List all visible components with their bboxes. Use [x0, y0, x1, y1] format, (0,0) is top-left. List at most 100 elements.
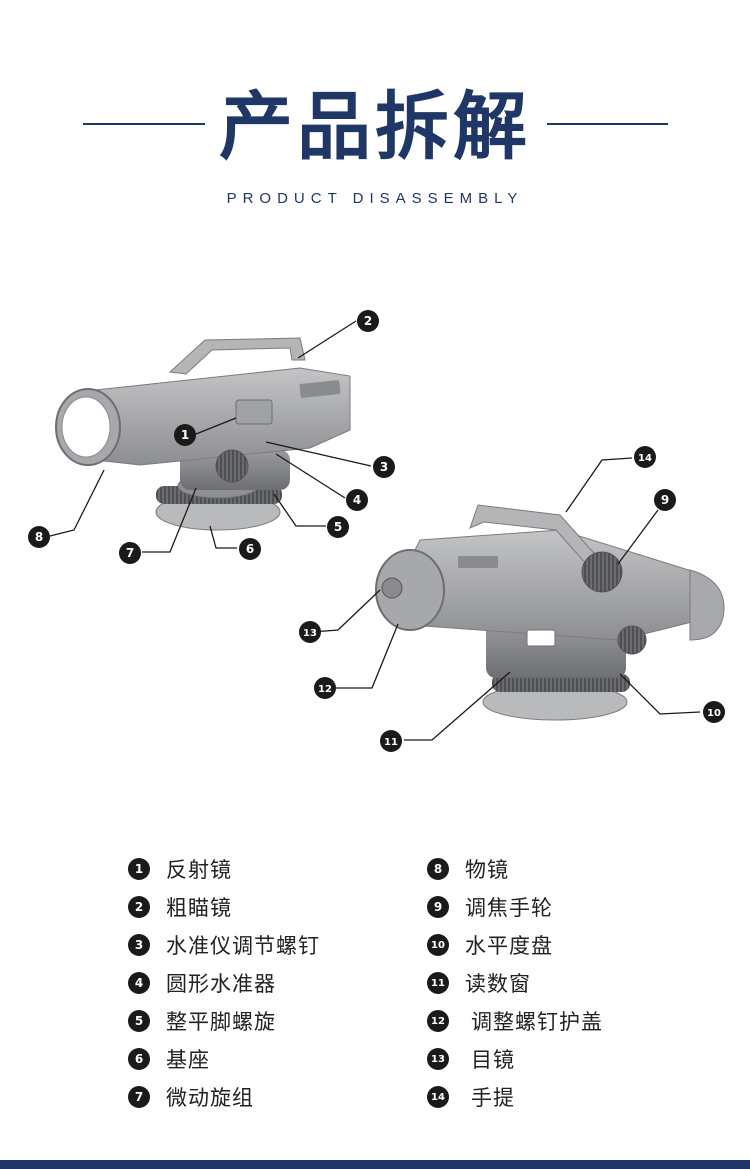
page-subtitle: PRODUCT DISASSEMBLY	[226, 190, 524, 207]
legend-item-7: 7 微动旋组	[128, 1080, 254, 1114]
legend-number: 6	[128, 1048, 150, 1070]
legend-label: 水平度盘	[465, 934, 553, 958]
horizontal-knob	[617, 625, 647, 655]
title-rule-right	[547, 123, 668, 125]
svg-text:1: 1	[181, 428, 189, 442]
legend-label: 读数窗	[465, 972, 531, 996]
side-window	[299, 380, 341, 398]
legend-number: 13	[427, 1048, 449, 1070]
main-body	[94, 367, 351, 466]
svg-text:5: 5	[334, 520, 342, 534]
eyepiece	[381, 577, 403, 599]
callout-9: 9	[654, 489, 676, 511]
legend-number: 3	[128, 934, 150, 956]
leader-10	[619, 673, 701, 715]
legend-item-10: 10 水平度盘	[427, 928, 553, 962]
legend-item-5: 5 整平脚螺旋	[128, 1004, 276, 1038]
top-window	[458, 556, 498, 568]
leader-12	[336, 623, 399, 689]
callout-8: 8	[28, 526, 50, 548]
svg-text:11: 11	[384, 737, 398, 748]
title-rule-left	[83, 123, 205, 125]
legend-item-4: 4 圆形水准器	[128, 966, 276, 1000]
legend-label: 目镜	[471, 1048, 515, 1072]
header: 产品拆解 PRODUCT DISASSEMBLY	[0, 0, 750, 230]
legend-number: 14	[427, 1086, 449, 1108]
leader-4	[275, 453, 346, 499]
svg-text:3: 3	[380, 460, 388, 474]
reading-window	[526, 629, 556, 647]
callout-13: 13	[299, 621, 321, 643]
leader-14	[565, 457, 633, 513]
leader-9	[617, 509, 659, 565]
svg-text:6: 6	[246, 542, 254, 556]
leader-2	[297, 320, 357, 359]
leader-6	[209, 525, 237, 549]
sighting-block	[235, 399, 273, 425]
legend-number: 2	[128, 896, 150, 918]
legend-label: 圆形水准器	[166, 972, 276, 996]
callout-4: 4	[346, 489, 368, 511]
parts-legend: 1 反射镜 2 粗瞄镜 3 水准仪调节螺钉 4 圆形水准器 5 整平脚螺旋 6 …	[0, 852, 750, 1122]
leader-3	[265, 441, 372, 467]
legend-label: 调焦手轮	[465, 896, 553, 920]
legend-item-1: 1 反射镜	[128, 852, 232, 886]
svg-text:7: 7	[126, 546, 134, 560]
callout-14: 14	[634, 446, 656, 468]
legend-number: 8	[427, 858, 449, 880]
leader-5	[273, 493, 326, 527]
legend-item-14: 14 手提	[427, 1080, 515, 1114]
svg-text:10: 10	[707, 708, 721, 719]
callouts: 1 2 3 4 5 6 7 8 9 10 11 12 13 14	[28, 310, 725, 752]
svg-text:4: 4	[353, 493, 361, 507]
svg-text:2: 2	[364, 314, 372, 328]
legend-label: 手提	[471, 1086, 515, 1110]
legend-label: 水准仪调节螺钉	[166, 934, 320, 958]
legend-label: 调整螺钉护盖	[471, 1010, 603, 1034]
callout-10: 10	[703, 701, 725, 723]
callout-12: 12	[314, 677, 336, 699]
legend-number: 5	[128, 1010, 150, 1032]
leader-8	[49, 469, 105, 537]
leader-lines	[49, 320, 701, 741]
callout-11: 11	[380, 730, 402, 752]
objective-end-rear	[689, 569, 725, 641]
legend-item-12: 12 调整螺钉护盖	[427, 1004, 603, 1038]
legend-item-3: 3 水准仪调节螺钉	[128, 928, 320, 962]
legend-item-11: 11 读数窗	[427, 966, 531, 1000]
legend-number: 11	[427, 972, 449, 994]
svg-text:8: 8	[35, 530, 43, 544]
legend-number: 12	[427, 1010, 449, 1032]
legend-label: 反射镜	[166, 858, 232, 882]
legend-item-9: 9 调焦手轮	[427, 890, 553, 924]
leader-13	[311, 589, 381, 633]
svg-text:12: 12	[318, 684, 332, 695]
leader-11	[404, 671, 511, 741]
legend-number: 9	[427, 896, 449, 918]
level-front-view	[55, 337, 351, 531]
callout-1: 1	[174, 424, 196, 446]
fine-motion-knob	[215, 449, 249, 483]
legend-label: 粗瞄镜	[166, 896, 232, 920]
legend-number: 7	[128, 1086, 150, 1108]
legend-number: 1	[128, 858, 150, 880]
legend-label: 物镜	[465, 858, 509, 882]
leader-1	[195, 417, 237, 435]
svg-text:13: 13	[303, 628, 317, 639]
objective-lens-glass	[61, 396, 111, 458]
legend-item-8: 8 物镜	[427, 852, 509, 886]
legend-item-13: 13 目镜	[427, 1042, 515, 1076]
footer-bar	[0, 1160, 750, 1169]
callout-3: 3	[373, 456, 395, 478]
eyepiece-housing	[375, 549, 445, 631]
legend-number: 10	[427, 934, 449, 956]
legend-item-6: 6 基座	[128, 1042, 210, 1076]
callout-5: 5	[327, 516, 349, 538]
page-title: 产品拆解	[219, 84, 531, 170]
svg-text:14: 14	[638, 453, 652, 464]
callout-7: 7	[119, 542, 141, 564]
focusing-knob	[581, 551, 623, 593]
legend-label: 基座	[166, 1048, 210, 1072]
leader-7	[142, 487, 197, 553]
carry-handle	[168, 337, 306, 375]
